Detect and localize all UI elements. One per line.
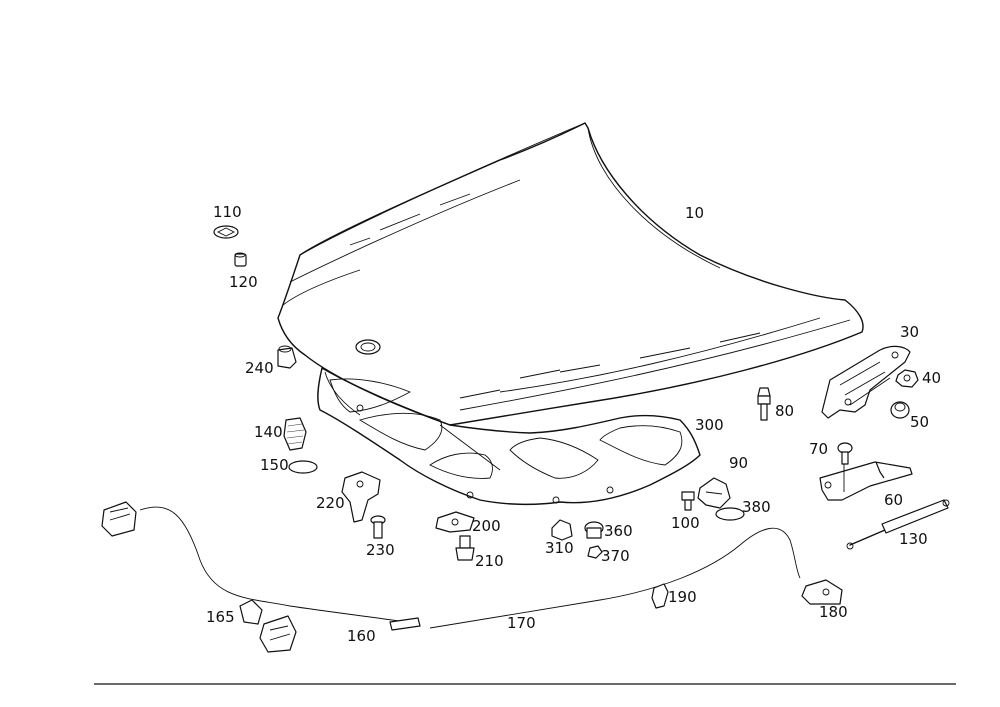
label-30: 30	[900, 323, 919, 341]
release-lever-clip	[239, 599, 263, 625]
release-lever-left	[101, 501, 137, 537]
label-180: 180	[819, 603, 848, 621]
label-90: 90	[729, 454, 748, 472]
label-190: 190	[668, 588, 697, 606]
latch-clip	[551, 519, 573, 541]
label-50: 50	[910, 413, 929, 431]
stop-bolt	[757, 387, 771, 421]
insulation-mat	[317, 367, 701, 506]
cable-clip	[651, 583, 669, 609]
label-100: 100	[671, 514, 700, 532]
guide-bolt	[455, 535, 475, 561]
bracket-bolt	[837, 442, 853, 465]
latch-bracket	[819, 455, 913, 501]
release-cable-rear	[429, 527, 801, 629]
guide-plate	[435, 511, 475, 533]
label-10: 10	[685, 204, 704, 222]
label-240: 240	[245, 359, 274, 377]
label-200: 200	[472, 517, 501, 535]
release-handle	[259, 615, 297, 653]
label-300: 300	[695, 416, 724, 434]
rubber-washer	[288, 460, 318, 474]
label-310: 310	[545, 539, 574, 557]
label-210: 210	[475, 552, 504, 570]
label-360: 360	[604, 522, 633, 540]
label-60: 60	[884, 491, 903, 509]
label-80: 80	[775, 402, 794, 420]
label-140: 140	[254, 423, 283, 441]
release-cable-front	[139, 506, 421, 631]
label-130: 130	[899, 530, 928, 548]
label-370: 370	[601, 547, 630, 565]
hinge-bolt-cap	[890, 401, 910, 419]
label-170: 170	[507, 614, 536, 632]
hinge-nut	[895, 369, 919, 388]
label-220: 220	[316, 494, 345, 512]
emblem-grommet	[234, 252, 247, 267]
label-230: 230	[366, 541, 395, 559]
label-40: 40	[922, 369, 941, 387]
hood-hinge	[821, 345, 911, 419]
retainer-clip	[681, 491, 695, 511]
catch-bolt	[370, 515, 386, 539]
hood-emblem	[213, 225, 239, 239]
label-120: 120	[229, 273, 258, 291]
plug-nut	[587, 545, 603, 559]
hood-latch	[801, 579, 843, 605]
label-160: 160	[347, 627, 376, 645]
label-165: 165	[206, 608, 235, 626]
buffer-spring	[283, 417, 307, 451]
label-70: 70	[809, 440, 828, 458]
lock-bracket	[697, 477, 731, 509]
gas-strut	[846, 499, 950, 550]
seal-washer	[715, 507, 745, 521]
label-380: 380	[742, 498, 771, 516]
catch-bracket	[341, 471, 381, 523]
plug-cap	[584, 521, 604, 539]
label-150: 150	[260, 456, 289, 474]
label-110: 110	[213, 203, 242, 221]
bump-stop	[277, 345, 297, 369]
